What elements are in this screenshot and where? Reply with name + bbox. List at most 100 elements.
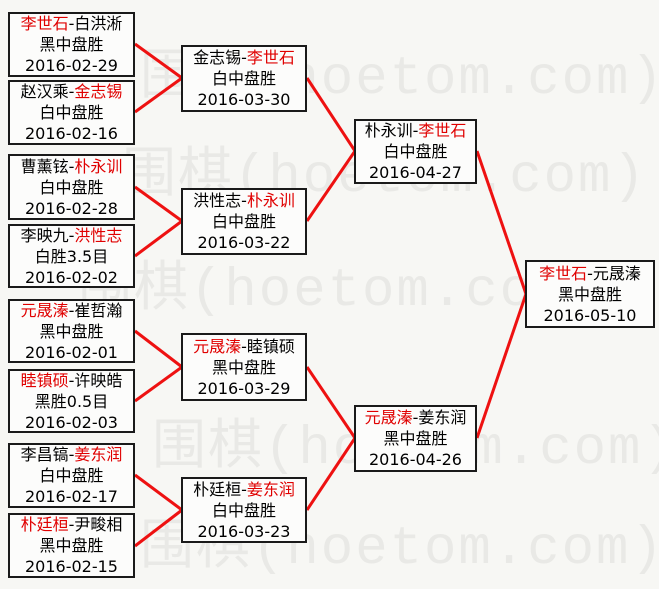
match-date: 2016-02-29: [25, 56, 118, 75]
player-2: 许映皓: [74, 370, 123, 390]
match-players: 李昌镐-姜东润: [21, 444, 123, 465]
player-1: 赵汉乘: [20, 82, 69, 101]
player-1: 元晟溱: [193, 336, 242, 356]
player-2: 金志锡: [74, 82, 123, 101]
match-players: 李世石-元晟溱: [539, 263, 641, 284]
match-box-round1-5: 元晟溱-崔哲瀚 黑中盘胜 2016-02-01: [8, 299, 135, 363]
player-1: 李昌镐: [20, 445, 69, 464]
player-1: 朴廷桓: [20, 515, 69, 534]
match-box-round1-3: 曹薰铉-朴永训 白中盘胜 2016-02-28: [8, 154, 135, 220]
match-players: 元晟溱-姜东润: [365, 407, 467, 428]
player-1: 李映九: [20, 225, 69, 245]
match-box-round1-7: 李昌镐-姜东润 白中盘胜 2016-02-17: [8, 443, 135, 508]
match-result: 黑中盘胜: [557, 284, 622, 304]
match-result: 白中盘胜: [211, 212, 276, 231]
dash: -: [68, 445, 75, 464]
match-result: 黑中盘胜: [383, 429, 448, 448]
player-2: 姜东润: [74, 445, 123, 464]
match-players: 李映九-洪性志: [21, 225, 123, 246]
match-box-semifinal-1: 朴永训-李世石 白中盘胜 2016-04-27: [354, 119, 477, 184]
match-box-round1-1: 李世石-白洪淅 黑中盘胜 2016-02-29: [8, 12, 135, 77]
player-1: 元晟溱: [20, 300, 69, 320]
match-result: 白中盘胜: [39, 177, 104, 197]
player-2: 白洪淅: [74, 14, 123, 33]
match-players: 曹薰铉-朴永训: [21, 156, 123, 177]
match-result: 黑中盘胜: [39, 321, 104, 341]
match-box-round1-8: 朴廷桓-尹畯相 黑中盘胜 2016-02-15: [8, 513, 135, 578]
player-2: 朴永训: [246, 191, 295, 210]
player-2: 李世石: [418, 121, 467, 140]
player-1: 元晟溱: [364, 408, 413, 427]
match-players: 洪性志-朴永训: [193, 190, 295, 211]
match-result: 黑胜0.5目: [34, 391, 109, 411]
match-date: 2016-02-16: [25, 124, 118, 143]
match-result: 白中盘胜: [211, 500, 276, 520]
match-players: 睦镇硕-许映皓: [21, 370, 123, 391]
player-2: 姜东润: [246, 479, 295, 499]
match-date: 2016-02-15: [25, 557, 118, 576]
dash: -: [241, 479, 247, 499]
player-1: 朴廷桓: [193, 479, 242, 499]
dash: -: [68, 14, 75, 33]
match-date: 2016-04-27: [369, 163, 462, 182]
match-box-round1-6: 睦镇硕-许映皓 黑胜0.5目 2016-02-03: [8, 369, 135, 433]
match-result: 白中盘胜: [39, 466, 104, 485]
match-box-round2-2: 洪性志-朴永训 白中盘胜 2016-03-22: [181, 188, 307, 255]
match-box-round1-2: 赵汉乘-金志锡 白中盘胜 2016-02-16: [8, 80, 135, 145]
player-1: 金志锡: [193, 48, 242, 67]
match-players: 朴廷桓-姜东润: [193, 479, 295, 500]
match-date: 2016-03-30: [197, 90, 291, 109]
match-date: 2016-03-22: [197, 233, 291, 252]
player-2: 尹畯相: [74, 515, 123, 534]
player-2: 姜东润: [418, 408, 467, 427]
match-players: 元晟溱-睦镇硕: [193, 336, 295, 357]
player-2: 朴永训: [74, 156, 123, 176]
dash: -: [68, 300, 75, 320]
match-result: 黑中盘胜: [211, 357, 276, 377]
player-2: 元晟溱: [592, 263, 641, 283]
match-players: 李世石-白洪淅: [21, 13, 123, 34]
player-1: 李世石: [20, 14, 69, 33]
match-players: 朴廷桓-尹畯相: [21, 514, 123, 535]
dash: -: [241, 191, 247, 210]
match-result: 白胜3.5目: [34, 246, 109, 266]
match-box-final: 李世石-元晟溱 黑中盘胜 2016-05-10: [525, 260, 655, 328]
match-date: 2016-02-03: [25, 412, 118, 432]
player-1: 洪性志: [193, 191, 242, 210]
match-result: 白中盘胜: [211, 69, 276, 88]
player-1: 李世石: [539, 263, 588, 283]
dash: -: [412, 121, 419, 140]
match-box-round2-3: 元晟溱-睦镇硕 黑中盘胜 2016-03-29: [181, 333, 307, 401]
dash: -: [68, 225, 75, 245]
match-players: 元晟溱-崔哲瀚: [21, 300, 123, 321]
dash: -: [241, 336, 247, 356]
match-result: 白中盘胜: [39, 103, 104, 122]
match-players: 朴永训-李世石: [365, 120, 467, 141]
dash: -: [68, 515, 75, 534]
player-1: 睦镇硕: [20, 370, 69, 390]
dash: -: [68, 370, 75, 390]
match-box-round2-1: 金志锡-李世石 白中盘胜 2016-03-30: [181, 45, 307, 112]
watermark-text: 围棋(hoetom.com): [100, 580, 625, 589]
player-2: 洪性志: [74, 225, 123, 245]
match-result: 黑中盘胜: [39, 536, 104, 555]
dash: -: [587, 263, 593, 283]
match-result: 黑中盘胜: [39, 35, 104, 54]
match-date: 2016-03-29: [197, 378, 291, 398]
match-date: 2016-02-28: [25, 198, 118, 218]
player-2: 李世石: [246, 48, 295, 67]
match-players: 金志锡-李世石: [193, 47, 295, 68]
match-date: 2016-05-10: [543, 305, 637, 325]
match-date: 2016-02-01: [25, 342, 118, 362]
player-1: 朴永训: [364, 121, 413, 140]
player-1: 曹薰铉: [20, 156, 69, 176]
dash: -: [412, 408, 419, 427]
player-2: 睦镇硕: [246, 336, 295, 356]
dash: -: [68, 156, 75, 176]
match-players: 赵汉乘-金志锡: [21, 81, 123, 102]
dash: -: [241, 48, 247, 67]
match-date: 2016-02-02: [25, 267, 118, 287]
match-box-round1-4: 李映九-洪性志 白胜3.5目 2016-02-02: [8, 224, 135, 288]
match-box-round2-4: 朴廷桓-姜东润 白中盘胜 2016-03-23: [181, 477, 307, 543]
